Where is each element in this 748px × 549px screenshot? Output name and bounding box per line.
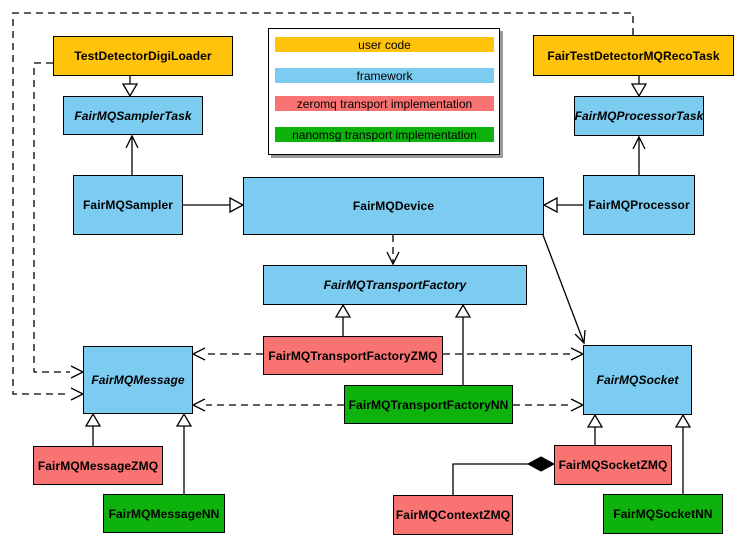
legend-item-user-code: user code (275, 37, 494, 52)
edge-contextzmq-socketzmq (452, 456, 556, 495)
edge-device-transportfactory (386, 235, 400, 266)
node-fairmqmessagenn: FairMQMessageNN (103, 494, 225, 533)
edge-processor-processortask (632, 135, 646, 175)
node-fairmqsocket: FairMQSocket (583, 345, 692, 415)
edge-device-socket (542, 234, 586, 345)
node-fairmqtransportfactoryzmq: FairMQTransportFactoryZMQ (263, 336, 443, 375)
edge-sampler-samplertask (125, 134, 139, 175)
node-fairmqtransportfactory: FairMQTransportFactory (263, 265, 527, 305)
node-fairmqsocketnn: FairMQSocketNN (603, 494, 723, 534)
legend-item-zeromq: zeromq transport implementation (275, 96, 494, 111)
node-fairmqprocessortask: FairMQProcessorTask (574, 96, 704, 136)
node-fairmqmessagezmq: FairMQMessageZMQ (33, 446, 163, 485)
edge-recotask-processortask (630, 76, 648, 98)
node-fairmqtransportfactorynn: FairMQTransportFactoryNN (344, 385, 513, 424)
node-fairtestdetectormqrecotask: FairTestDetectorMQRecoTask (533, 35, 734, 76)
node-testdetectordigiloader: TestDetectorDigiLoader (53, 36, 233, 76)
edge-factoryzmq-message (191, 347, 263, 361)
edge-socketnn-socket (674, 413, 692, 494)
legend-item-nanomsg: nanomsg transport implementation (275, 127, 494, 142)
legend: user code framework zeromq transport imp… (268, 28, 500, 155)
edge-factorynn-socket (513, 398, 585, 412)
edge-digiloader-samplertask (121, 76, 139, 98)
node-fairmqsocketzmq: FairMQSocketZMQ (554, 445, 672, 485)
edge-messagezmq-message (84, 412, 102, 446)
node-fairmqcontextzmq: FairMQContextZMQ (393, 495, 513, 535)
legend-item-framework: framework (275, 68, 494, 83)
node-fairmqsamplertask: FairMQSamplerTask (63, 96, 203, 135)
edge-factorynn-factory (454, 303, 472, 385)
edge-factoryzmq-factory (334, 303, 352, 336)
node-fairmqmessage: FairMQMessage (83, 346, 193, 414)
edge-factoryzmq-socket (443, 347, 585, 361)
edge-factorynn-message (191, 398, 344, 412)
node-fairmqsampler: FairMQSampler (73, 175, 183, 235)
edge-processor-device (542, 196, 583, 214)
node-fairmqprocessor: FairMQProcessor (583, 175, 695, 235)
node-fairmqdevice: FairMQDevice (243, 177, 544, 235)
edge-messagenn-message (175, 412, 193, 494)
edge-socketzmq-socket (586, 413, 604, 445)
edge-sampler-device (183, 196, 245, 214)
